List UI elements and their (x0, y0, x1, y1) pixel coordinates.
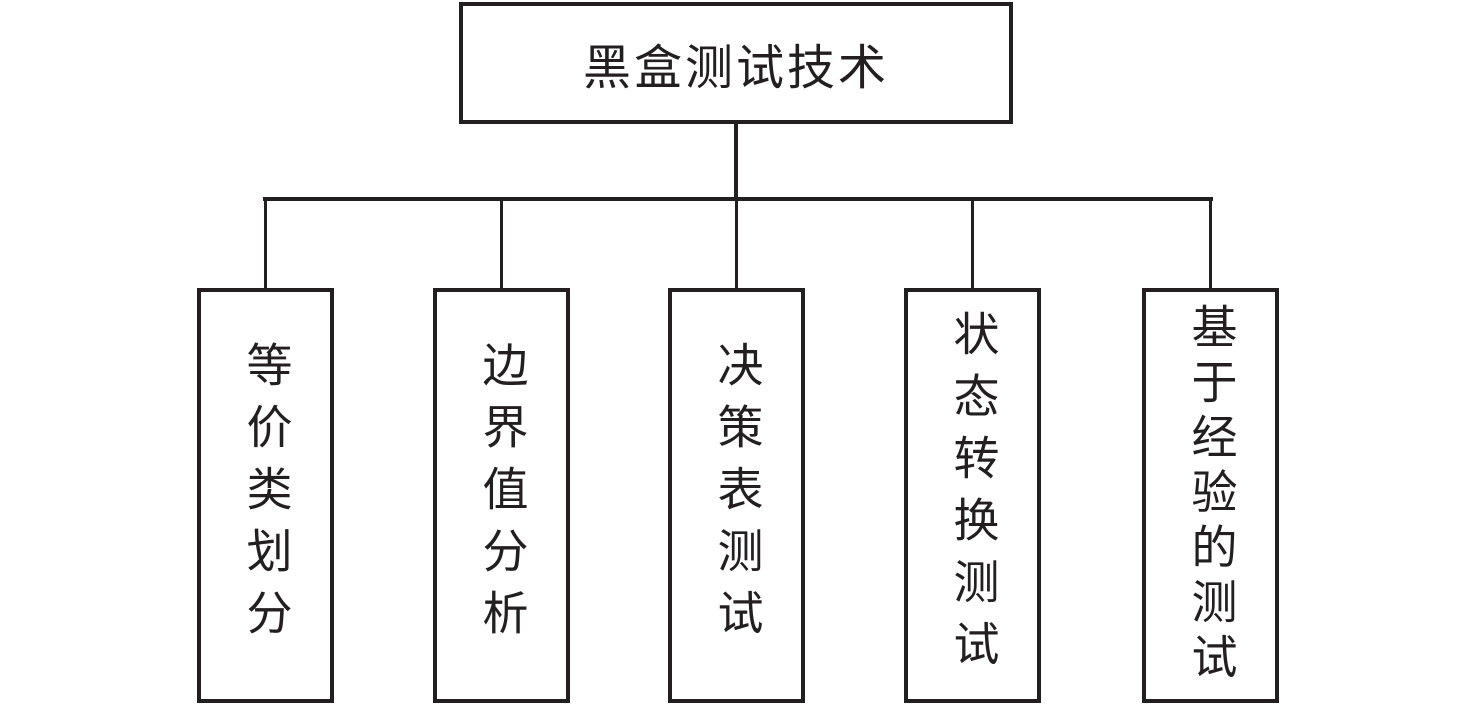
child-node-label: 基于经验的测试 (1185, 303, 1237, 688)
connector-drop-decision-table (735, 199, 738, 290)
connector-root-stem (734, 124, 738, 201)
root-node-label: 黑盒测试技术 (582, 42, 889, 95)
root-node-blackbox-testing: 黑盒测试技术 (459, 2, 1013, 124)
child-node-state-transition-testing: 状态转换测试 (904, 288, 1041, 703)
connector-drop-state-transition (971, 199, 974, 290)
child-node-label: 等价类划分 (240, 340, 292, 651)
connector-drop-equivalence (264, 199, 267, 290)
child-node-boundary-value-analysis: 边界值分析 (433, 288, 570, 703)
child-node-equivalence-class-partitioning: 等价类划分 (197, 288, 334, 703)
child-node-label: 决策表测试 (711, 340, 763, 651)
child-node-label: 边界值分析 (476, 340, 528, 651)
child-node-experience-based-testing: 基于经验的测试 (1142, 288, 1279, 703)
connector-drop-boundary (500, 199, 503, 290)
connector-drop-experience-based (1209, 199, 1212, 290)
connector-horizontal-bus (263, 197, 1213, 201)
child-node-label: 状态转换测试 (947, 309, 999, 682)
child-node-decision-table-testing: 决策表测试 (668, 288, 805, 703)
